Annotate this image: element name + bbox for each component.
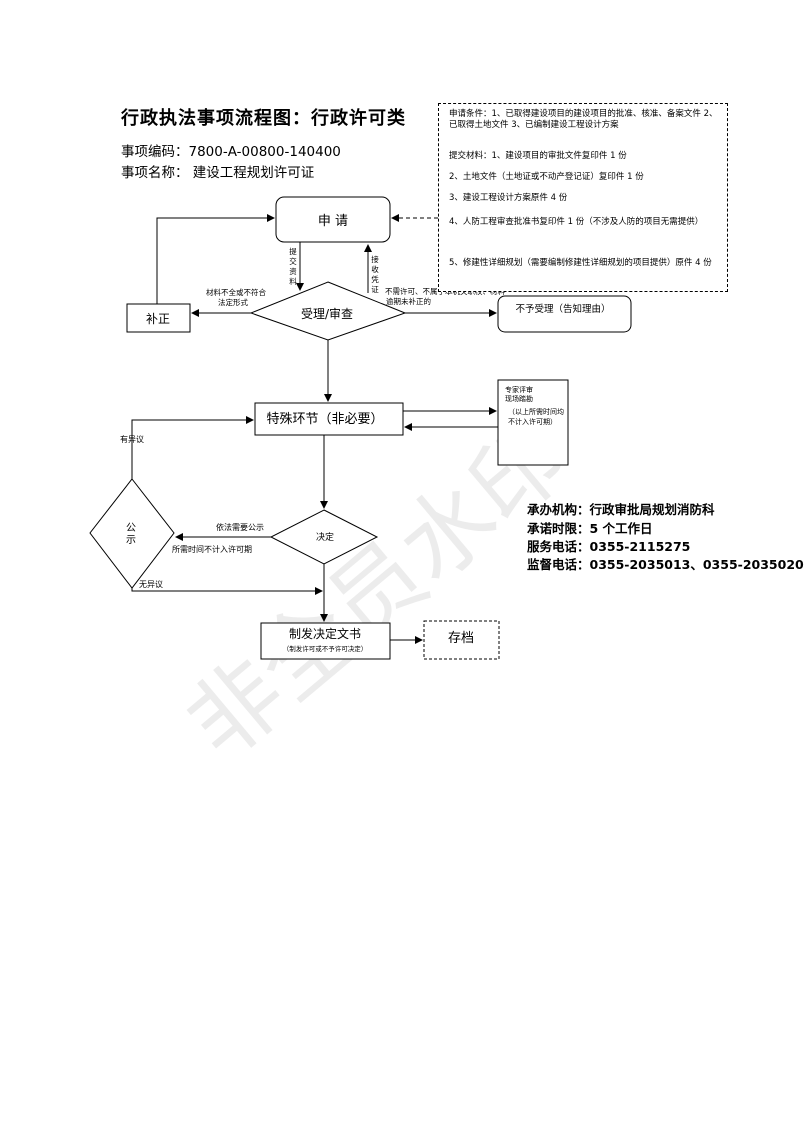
special-node — [254, 402, 404, 436]
item-code: 事项编码：7800-A-00800-140400 — [121, 144, 341, 160]
supplement-label: 补正 — [146, 312, 170, 326]
submit-v-char: 资 — [289, 266, 297, 276]
expert-line: 专家评审 — [505, 385, 533, 394]
expert-line: 现场踏勘 — [505, 394, 533, 403]
supplement-node — [126, 303, 191, 333]
agency-info: 承办机构：行政审批局规划消防科 — [527, 502, 715, 517]
deadline-info: 承诺时限：5 个工作日 — [527, 521, 653, 536]
expert-node — [497, 379, 569, 466]
receive-v-char: 凭 — [371, 274, 379, 284]
no-objection-arrow — [131, 587, 323, 595]
reject-label: 不予受理（告知理由） — [515, 303, 610, 315]
submit-v-char: 提 — [289, 246, 297, 256]
decide-label: 决定 — [316, 531, 334, 543]
service-phone-info: 服务电话：0355-2115275 — [527, 539, 691, 554]
need-publicity-label: 依法需要公示 — [216, 522, 264, 532]
no-objection-label: 无异议 — [139, 580, 163, 589]
issue-node — [260, 622, 391, 660]
submit-v-char: 交 — [289, 256, 297, 266]
time-note-label: 所需时间不计入许可期 — [172, 544, 252, 554]
objection-label: 有异议 — [120, 434, 144, 444]
submit-v-char: 料 — [289, 276, 297, 286]
apply-conditions: 申请条件：1、已取得建设项目的建设项目的批准、核准、备案文件 2、已取得土地文件… — [449, 109, 718, 131]
receive-v-char: 收 — [371, 264, 379, 274]
conditions-box: 申请条件：1、已取得建设项目的建设项目的批准、核准、备案文件 2、已取得土地文件… — [438, 103, 728, 292]
special-label: 特殊环节（非必要） — [266, 412, 383, 427]
issue-label: 制发决定文书 — [289, 626, 361, 641]
materials-item-2: 2、土地文件（土地证或不动产登记证）复印件 1 份 — [449, 172, 644, 182]
materials-item-1: 提交材料：1、建设项目的审批文件复印件 1 份 — [449, 151, 627, 161]
reject-node — [497, 295, 632, 333]
objection-arrow — [131, 416, 254, 479]
not-accept-label-line2: 逾期未补正的 — [386, 296, 431, 306]
materials-item-3: 3、建设工程设计方案原件 4 份 — [449, 193, 568, 203]
apply-label: 申 请 — [318, 214, 348, 229]
item-name: 事项名称： 建设工程规划许可证 — [121, 165, 315, 181]
supervise-phone-info: 监督电话：0355-2035013、0355-2035020 — [527, 557, 804, 572]
apply-node — [275, 196, 391, 243]
receive-v-char: 证 — [371, 285, 379, 294]
expert-note-line: （以上所需时间均 — [508, 407, 564, 416]
page-title: 行政执法事项流程图：行政许可类 — [121, 108, 406, 129]
archive-node — [423, 620, 500, 660]
review-label: 受理/审查 — [301, 306, 353, 321]
expert-note-line: 不计入许可期） — [508, 417, 557, 426]
materials-item-4: 4、人防工程审查批准书复印件 1 份（不涉及人防的项目无需提供） — [449, 217, 704, 227]
incomplete-label-line2: 法定形式 — [218, 297, 248, 307]
incomplete-label: 材料不全或不符合 — [206, 287, 266, 297]
supplement-return-arrow — [156, 214, 275, 304]
receive-v-char: 接 — [371, 254, 379, 264]
publicity-label: 公示 — [126, 523, 136, 546]
issue-sub-label: （制发许可或不予许可决定） — [283, 644, 368, 653]
materials-item-5: 5、修建性详细规划（需要编制修建性详细规划的项目提供）原件 4 份 — [449, 258, 712, 268]
archive-label: 存档 — [448, 631, 474, 646]
